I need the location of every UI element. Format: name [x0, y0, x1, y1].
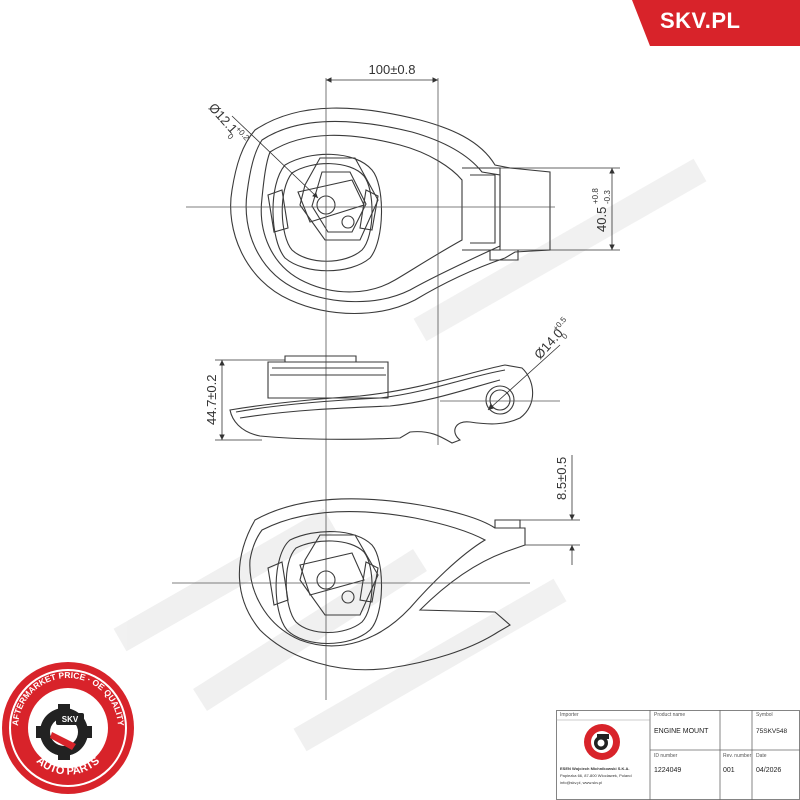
dim-hole-top-tol: +0.2 [234, 125, 252, 143]
top-view [230, 107, 551, 315]
dim-bracket-height [500, 167, 620, 251]
dim-hole-top-tol2: 0 [226, 132, 236, 142]
importer-label: Importer [560, 712, 579, 718]
dim-hole-top [231, 115, 319, 199]
id-value: 1224049 [654, 767, 682, 774]
company-address: Papiezka 66, 87-800 Wloclawek, Poland [560, 773, 632, 778]
centerlines-top [186, 78, 555, 700]
product-label: Product name [654, 712, 686, 718]
date-label: Date [756, 753, 767, 759]
dim-tab-offset-label: 8.5±0.5 [554, 457, 569, 500]
dim-hole-side [487, 344, 561, 411]
title-block-stamp [584, 724, 620, 760]
rev-value: 001 [723, 767, 735, 774]
side-view [229, 355, 534, 444]
title-block: Importer ESEN Wojciech Michnikowski S.K.… [556, 710, 800, 800]
dim-bracket-height-label: 40.5 [594, 207, 609, 232]
bottom-view [238, 498, 526, 671]
dim-total-height [215, 359, 285, 441]
dim-tab-offset [520, 455, 580, 565]
company-contact: info@skv.pl, www.skv.pl [560, 780, 603, 785]
id-label: ID number [654, 753, 678, 759]
dim-total-height-label: 44.7±0.2 [204, 374, 219, 425]
title-block-grid [556, 710, 800, 800]
product-value: ENGINE MOUNT [654, 728, 709, 735]
dim-bracket-tol-minus: -0.3 [603, 190, 612, 204]
rev-label: Rev. number [723, 753, 752, 759]
date-value: 04/2026 [756, 767, 782, 774]
watermark [113, 158, 707, 752]
company-name: ESEN Wojciech Michnikowski S.K.A. [560, 766, 630, 771]
brand-tab [632, 0, 800, 46]
symbol-label: Symbol [756, 712, 773, 718]
symbol-value: 75SKV548 [756, 728, 788, 735]
quality-stamp: AFTERMARKET PRICE · OE QUALITY AUTO PART… [2, 662, 134, 794]
dim-hole-side-tol: +0.5 [551, 315, 569, 333]
dim-hole-side-label: Ø14.0 [531, 326, 566, 362]
dim-bracket-tol-plus: +0.8 [591, 188, 600, 204]
stamp-badge: SKV [62, 715, 79, 724]
dim-width-top-label: 100±0.8 [369, 62, 416, 77]
dim-hole-side-tol2: 0 [560, 331, 570, 341]
brand-logo[interactable]: SKV.PL [660, 8, 741, 33]
